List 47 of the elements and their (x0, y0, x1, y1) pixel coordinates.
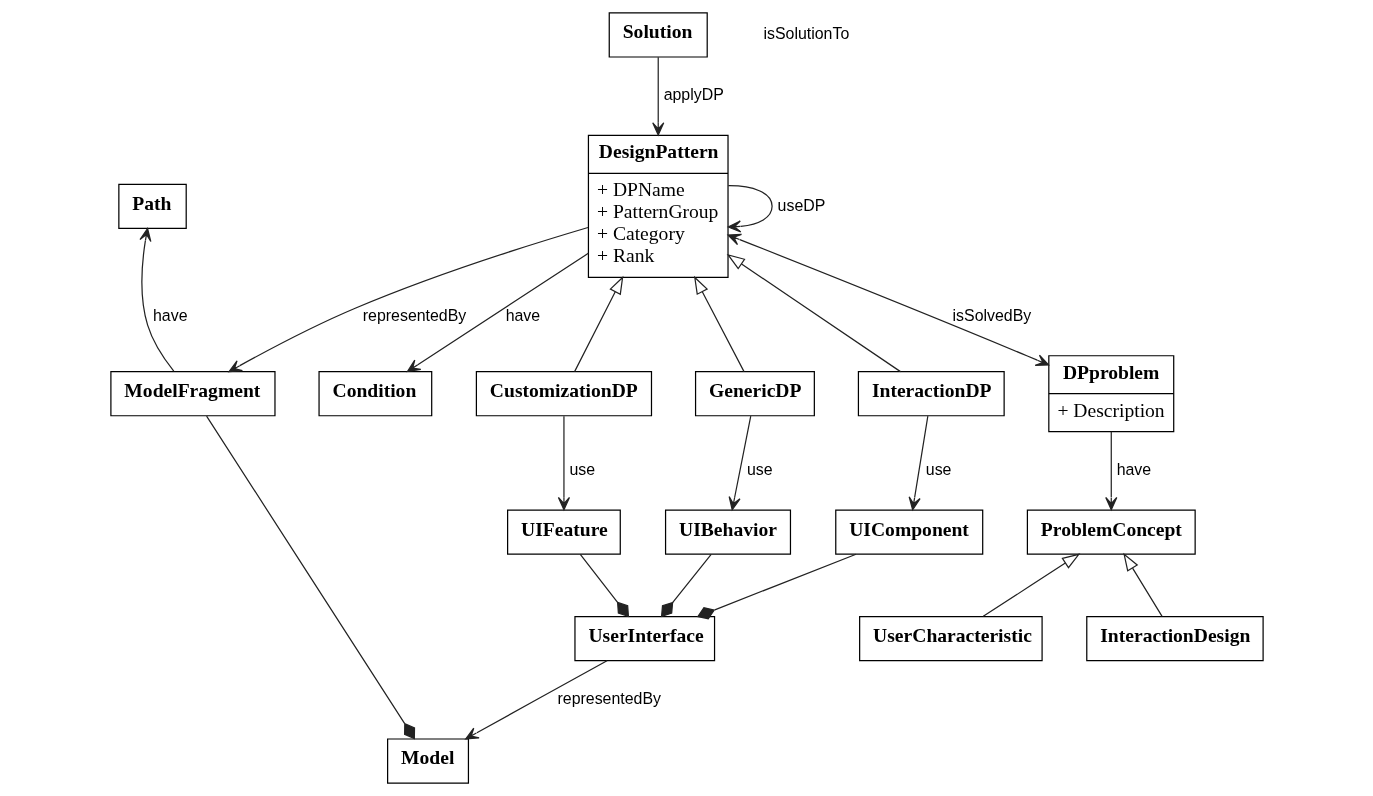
label: isSolutionTo (762, 25, 849, 43)
edge-label: use (568, 461, 595, 479)
arrow (227, 226, 589, 373)
arrow (982, 553, 1080, 617)
node-box: Condition (317, 371, 432, 417)
node-box: UserCharacteristic (858, 615, 1043, 662)
node-box: Path (117, 183, 187, 229)
edge-label: useDP (777, 196, 825, 214)
edge-label: applyDP (663, 86, 724, 104)
arrow (557, 415, 570, 511)
node-box: GenericDP (694, 371, 815, 417)
node-box: UIComponent (834, 509, 983, 555)
node-box: InteractionDP (857, 371, 1005, 417)
node-box: UIBehavior (664, 509, 791, 555)
arrow (573, 275, 623, 373)
arrow (908, 415, 928, 511)
arrow (651, 56, 664, 136)
arrow (1104, 431, 1117, 511)
arrow (406, 252, 589, 373)
edge-label: have (1116, 461, 1151, 479)
connector (660, 553, 712, 618)
arrow (138, 227, 174, 372)
edge-label: have (505, 306, 540, 324)
node-box: CustomizationDP (475, 371, 652, 417)
node-box: ProblemConcept (1026, 509, 1196, 555)
edge-label: use (925, 461, 951, 479)
arrow (464, 660, 608, 740)
connector (579, 553, 629, 618)
arrow (727, 185, 773, 233)
node-box: UIFeature (506, 509, 621, 555)
connector (696, 553, 857, 620)
arrow (726, 253, 901, 373)
arrow (1122, 552, 1163, 617)
connector (205, 415, 415, 740)
arrow (728, 415, 751, 511)
node-box: Model (386, 738, 469, 784)
edge-label: representedBy (362, 306, 466, 324)
node-box: Solution (608, 12, 708, 58)
edge-label: representedBy (557, 689, 661, 707)
node-box: ModelFragment (109, 371, 276, 417)
edge-label: isSolvedBy (952, 306, 1031, 324)
node-box: UserInterface (573, 615, 715, 662)
edge-label: use (746, 461, 773, 479)
node-box: InteractionDesign (1085, 615, 1264, 662)
edge-label: have (152, 306, 188, 324)
arrow (693, 275, 745, 373)
arrow (727, 233, 1049, 366)
